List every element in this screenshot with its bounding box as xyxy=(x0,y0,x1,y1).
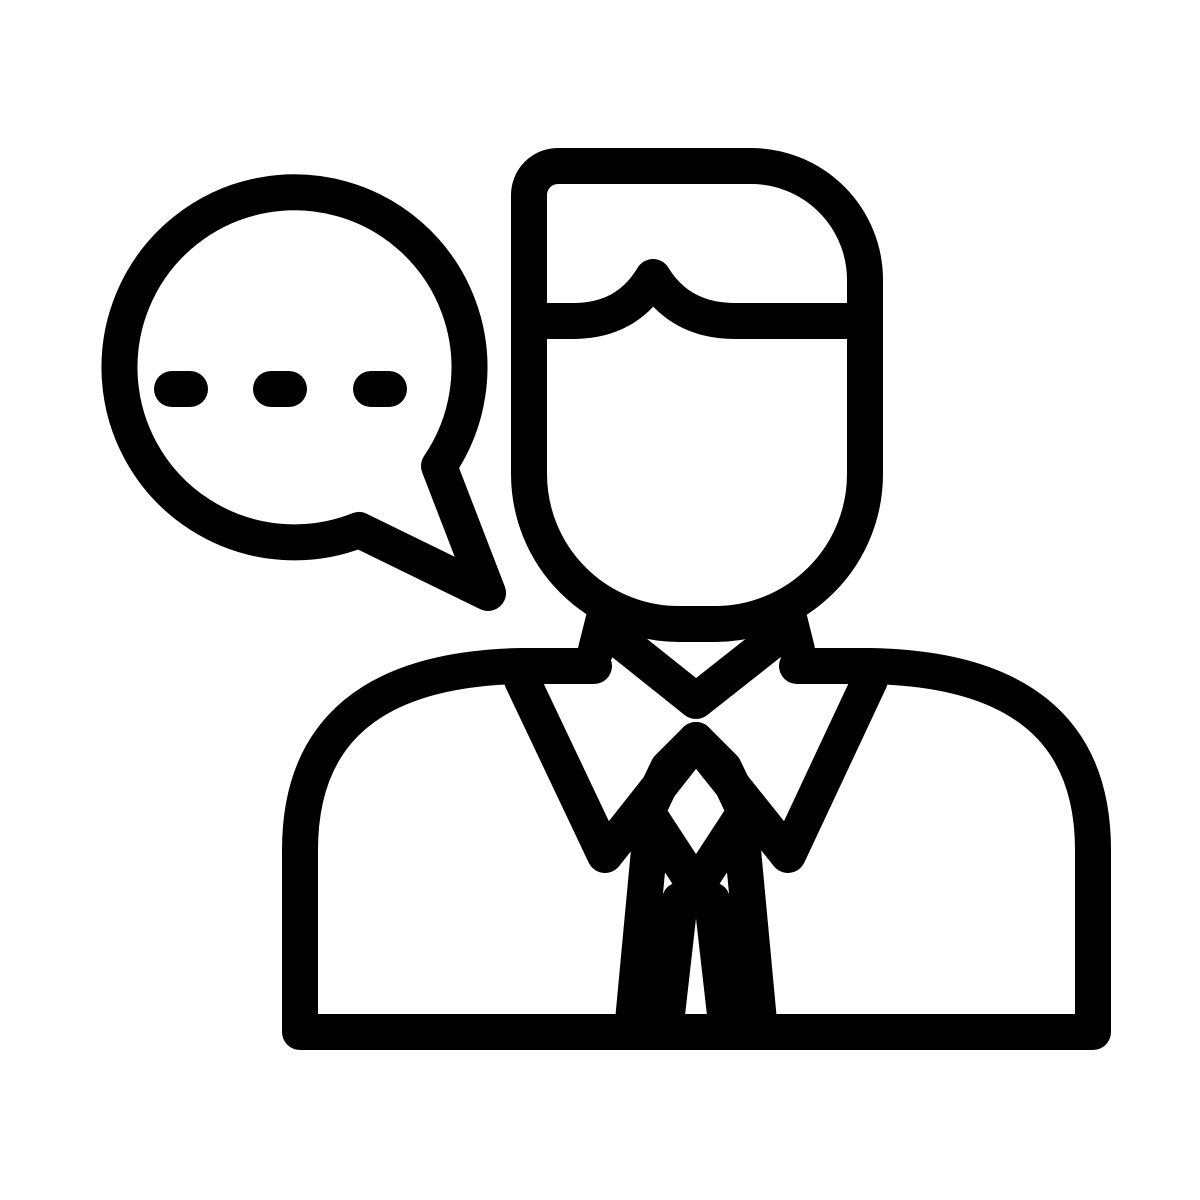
necktie-icon xyxy=(614,722,778,1050)
speech-bubble-icon xyxy=(101,174,506,611)
businessman-icon xyxy=(282,148,1111,1050)
